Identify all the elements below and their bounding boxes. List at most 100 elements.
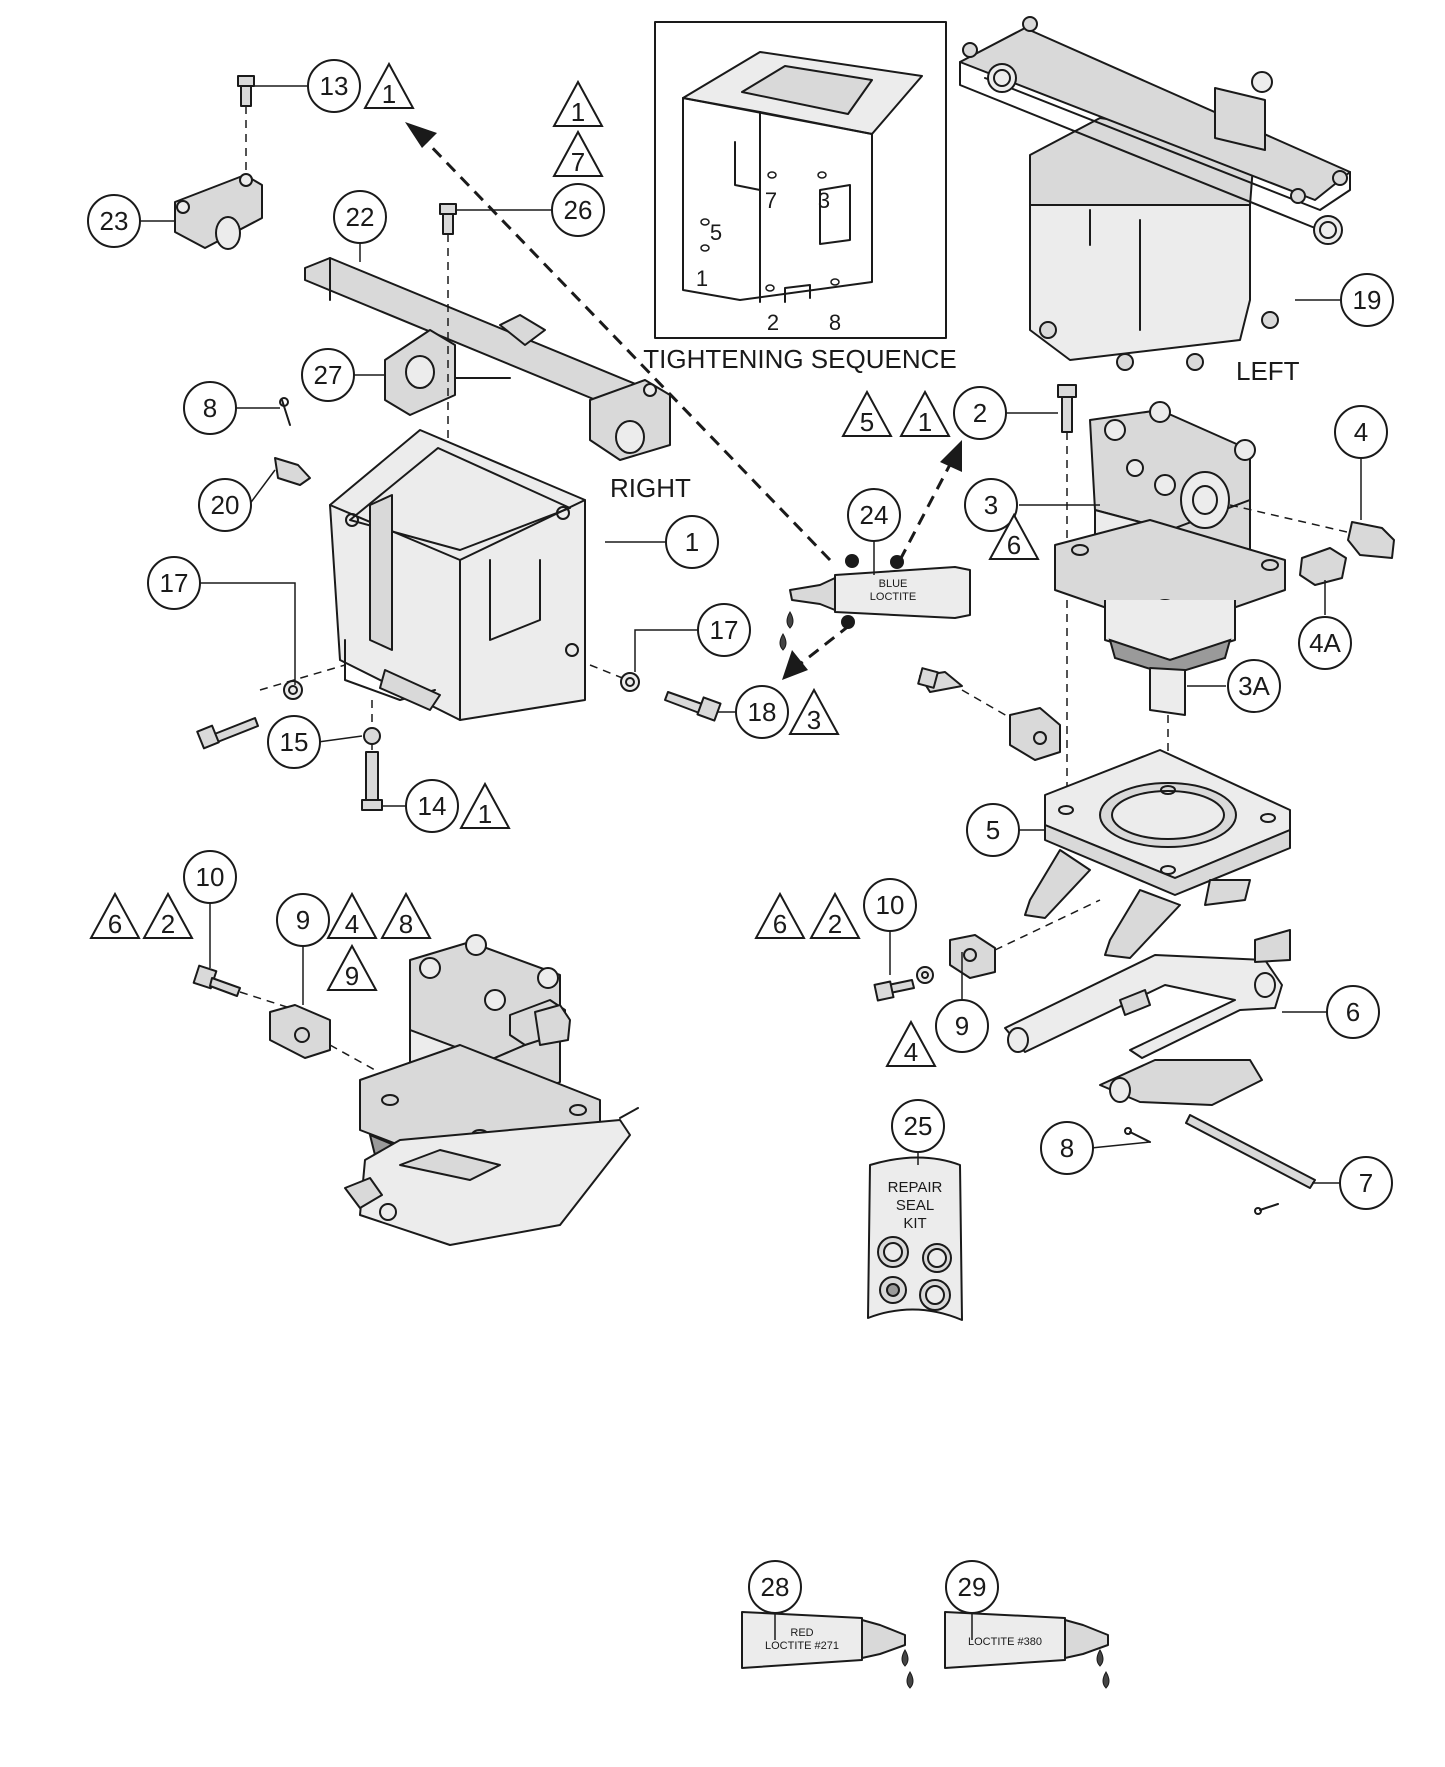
note-triangle-6-right: 6 (754, 891, 806, 939)
callout-7: 7 (1339, 1156, 1393, 1210)
svg-text:2: 2 (828, 909, 842, 939)
note-triangle-6-left: 6 (89, 891, 141, 939)
svg-text:17: 17 (160, 568, 189, 598)
callout-17-left: 17 (147, 556, 201, 610)
svg-text:6: 6 (773, 909, 787, 939)
svg-text:5: 5 (986, 815, 1000, 845)
callout-25: 25 (891, 1099, 945, 1153)
callout-15: 15 (267, 715, 321, 769)
svg-text:7: 7 (1359, 1168, 1373, 1198)
svg-text:6: 6 (1346, 997, 1360, 1027)
repair-seal-kit: REPAIR SEAL KIT (867, 1156, 963, 1321)
note-triangle-1-mid: 1 (552, 79, 604, 127)
mount-plate-and-linkage (873, 749, 1316, 1215)
tightening-sequence-inset: 1 2 3 5 7 8 TIGHTENING SEQUENCE (643, 21, 957, 374)
blue-loctite-line1: BLUE (879, 578, 908, 590)
svg-text:17: 17 (710, 615, 739, 645)
dashed-arrows (405, 122, 962, 680)
seq-number-3: 3 (818, 188, 830, 213)
seq-number-1: 1 (696, 266, 708, 291)
callout-6: 6 (1326, 985, 1380, 1039)
callout-3: 3 (964, 478, 1018, 532)
svg-text:8: 8 (203, 393, 217, 423)
tightening-sequence-label: TIGHTENING SEQUENCE (643, 344, 956, 374)
svg-text:15: 15 (280, 727, 309, 757)
svg-text:22: 22 (346, 202, 375, 232)
callout-8-top: 8 (183, 381, 237, 435)
callout-5: 5 (966, 803, 1020, 857)
svg-text:27: 27 (314, 360, 343, 390)
svg-text:6: 6 (108, 909, 122, 939)
svg-text:18: 18 (748, 697, 777, 727)
callout-4a: 4A (1298, 616, 1352, 670)
note-triangle-4-right: 4 (885, 1019, 937, 1067)
svg-text:7: 7 (571, 147, 585, 177)
kit-line-2: SEAL (896, 1197, 934, 1214)
svg-text:29: 29 (958, 1572, 987, 1602)
svg-text:4: 4 (345, 909, 359, 939)
right-label: RIGHT (610, 473, 691, 503)
note-triangle-1-c2: 1 (899, 389, 951, 437)
seq-number-7: 7 (765, 188, 777, 213)
note-triangle-8-left: 8 (380, 891, 432, 939)
callout-2: 2 (953, 386, 1007, 440)
note-triangle-3-c18: 3 (788, 687, 840, 735)
kit-line-3: KIT (903, 1215, 926, 1232)
callout-28: 28 (748, 1560, 802, 1614)
svg-text:9: 9 (345, 961, 359, 991)
kit-line-1: REPAIR (888, 1179, 943, 1196)
callout-10-right: 10 (863, 878, 917, 932)
right-frame-assembly: RIGHT (174, 75, 722, 811)
seq-number-8: 8 (829, 310, 841, 335)
svg-text:13: 13 (320, 71, 349, 101)
callout-14: 14 (405, 779, 459, 833)
svg-text:8: 8 (399, 909, 413, 939)
callout-18: 18 (735, 685, 789, 739)
svg-text:6: 6 (1007, 530, 1021, 560)
svg-text:19: 19 (1353, 285, 1382, 315)
callout-17-right: 17 (697, 603, 751, 657)
svg-text:8: 8 (1060, 1133, 1074, 1163)
svg-text:1: 1 (382, 79, 396, 109)
motor-assembly (917, 384, 1395, 840)
svg-text:10: 10 (876, 890, 905, 920)
assembled-motor-bottom (192, 934, 639, 1246)
svg-text:23: 23 (100, 206, 129, 236)
svg-text:4: 4 (904, 1037, 918, 1067)
callout-10-left: 10 (183, 850, 237, 904)
svg-text:1: 1 (478, 799, 492, 829)
callout-29: 29 (945, 1560, 999, 1614)
callout-20: 20 (198, 478, 252, 532)
svg-text:2: 2 (973, 398, 987, 428)
callout-22: 22 (333, 190, 387, 244)
loctite-380-tube: LOCTITE #380 (944, 1611, 1110, 1689)
red-loctite-line1: RED (790, 1627, 813, 1639)
callout-3a: 3A (1227, 659, 1281, 713)
svg-text:10: 10 (196, 862, 225, 892)
callout-4: 4 (1334, 405, 1388, 459)
note-triangle-7-mid: 7 (552, 129, 604, 177)
blue-loctite-line2: LOCTITE (870, 591, 916, 603)
callout-26: 26 (551, 183, 605, 237)
svg-text:3: 3 (984, 490, 998, 520)
callout-27: 27 (301, 348, 355, 402)
note-triangle-5-c2: 5 (841, 389, 893, 437)
callout-23: 23 (87, 194, 141, 248)
callout-19: 19 (1340, 273, 1394, 327)
red-loctite-line2: LOCTITE #271 (765, 1640, 839, 1652)
svg-text:3A: 3A (1238, 671, 1270, 701)
callout-9-left: 9 (276, 893, 330, 947)
svg-text:1: 1 (571, 97, 585, 127)
note-triangle-2-right: 2 (809, 891, 861, 939)
note-triangle-1-c14: 1 (459, 781, 511, 829)
callout-13: 13 (307, 59, 361, 113)
svg-text:9: 9 (955, 1011, 969, 1041)
blue-loctite-tube: BLUE LOCTITE (779, 566, 971, 651)
callout-1: 1 (665, 515, 719, 569)
svg-text:1: 1 (918, 407, 932, 437)
callout-24: 24 (847, 488, 901, 542)
svg-text:4: 4 (1354, 417, 1368, 447)
note-triangle-6-c3: 6 (988, 512, 1040, 560)
svg-text:24: 24 (860, 500, 889, 530)
